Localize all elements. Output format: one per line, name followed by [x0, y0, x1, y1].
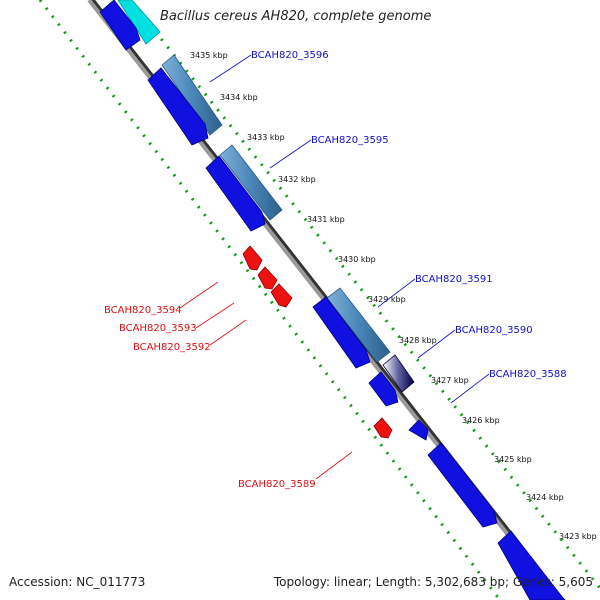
genome-summary-text: Topology: linear; Length: 5,302,683 bp; … — [273, 575, 593, 589]
gene-label-3588[interactable]: BCAH820_3588 — [489, 369, 567, 380]
gene-label-3593[interactable]: BCAH820_3593 — [119, 323, 197, 334]
forward-gene-top[interactable] — [99, 0, 141, 51]
gene-label-3590[interactable]: BCAH820_3590 — [455, 325, 533, 336]
scale-label-3425: 3425 kbp — [494, 455, 532, 464]
forward-gene-3591[interactable] — [312, 296, 371, 369]
scale-label-3426: 3426 kbp — [462, 416, 500, 425]
reverse-gene-3589-red[interactable] — [373, 417, 393, 439]
scale-label-3431: 3431 kbp — [307, 215, 345, 224]
scale-label-3429: 3429 kbp — [368, 295, 406, 304]
scale-label-3427: 3427 kbp — [431, 376, 469, 385]
map-title: Bacillus cereus AH820, complete genome — [160, 9, 432, 24]
scale-label-3435: 3435 kbp — [190, 51, 228, 60]
scale-label-3424: 3424 kbp — [526, 493, 564, 502]
forward-gene-bottom-2[interactable] — [497, 530, 566, 600]
gene-label-3596[interactable]: BCAH820_3596 — [251, 50, 329, 61]
feature-highlight-3590 — [382, 354, 415, 393]
forward-gene-labels: BCAH820_3596 BCAH820_3595 BCAH820_3591 B… — [209, 50, 567, 404]
gene-label-3592[interactable]: BCAH820_3592 — [133, 342, 211, 353]
reverse-gene-labels: BCAH820_3594 BCAH820_3593 BCAH820_3592 B… — [104, 281, 353, 490]
forward-gene-3595[interactable] — [205, 155, 266, 232]
feature-highlight-3595 — [219, 144, 283, 221]
forward-gene-bottom-1[interactable] — [427, 442, 498, 528]
reverse-dotted-track — [38, 0, 502, 600]
scale-labels: 3435 kbp 3434 kbp 3433 kbp 3432 kbp 3431… — [190, 51, 597, 541]
gene-label-3594[interactable]: BCAH820_3594 — [104, 305, 182, 316]
reverse-gene-3594[interactable] — [242, 245, 263, 271]
gene-label-3589[interactable]: BCAH820_3589 — [238, 479, 316, 490]
gene-label-3591[interactable]: BCAH820_3591 — [415, 274, 493, 285]
reverse-gene-3592[interactable] — [270, 283, 293, 308]
forward-gene-3596[interactable] — [147, 67, 209, 146]
scale-label-3423: 3423 kbp — [559, 532, 597, 541]
scale-label-3434: 3434 kbp — [220, 93, 258, 102]
forward-gene-3588[interactable] — [408, 419, 429, 441]
scale-label-3430: 3430 kbp — [338, 255, 376, 264]
scale-label-3433: 3433 kbp — [247, 133, 285, 142]
scale-label-3432: 3432 kbp — [278, 175, 316, 184]
forward-gene-3589[interactable] — [368, 371, 399, 407]
accession-text: Accession: NC_011773 — [9, 575, 146, 589]
feature-highlight-3591 — [326, 287, 391, 363]
gene-label-3595[interactable]: BCAH820_3595 — [311, 135, 389, 146]
scale-label-3428: 3428 kbp — [399, 336, 437, 345]
reverse-gene-3593[interactable] — [257, 266, 278, 290]
